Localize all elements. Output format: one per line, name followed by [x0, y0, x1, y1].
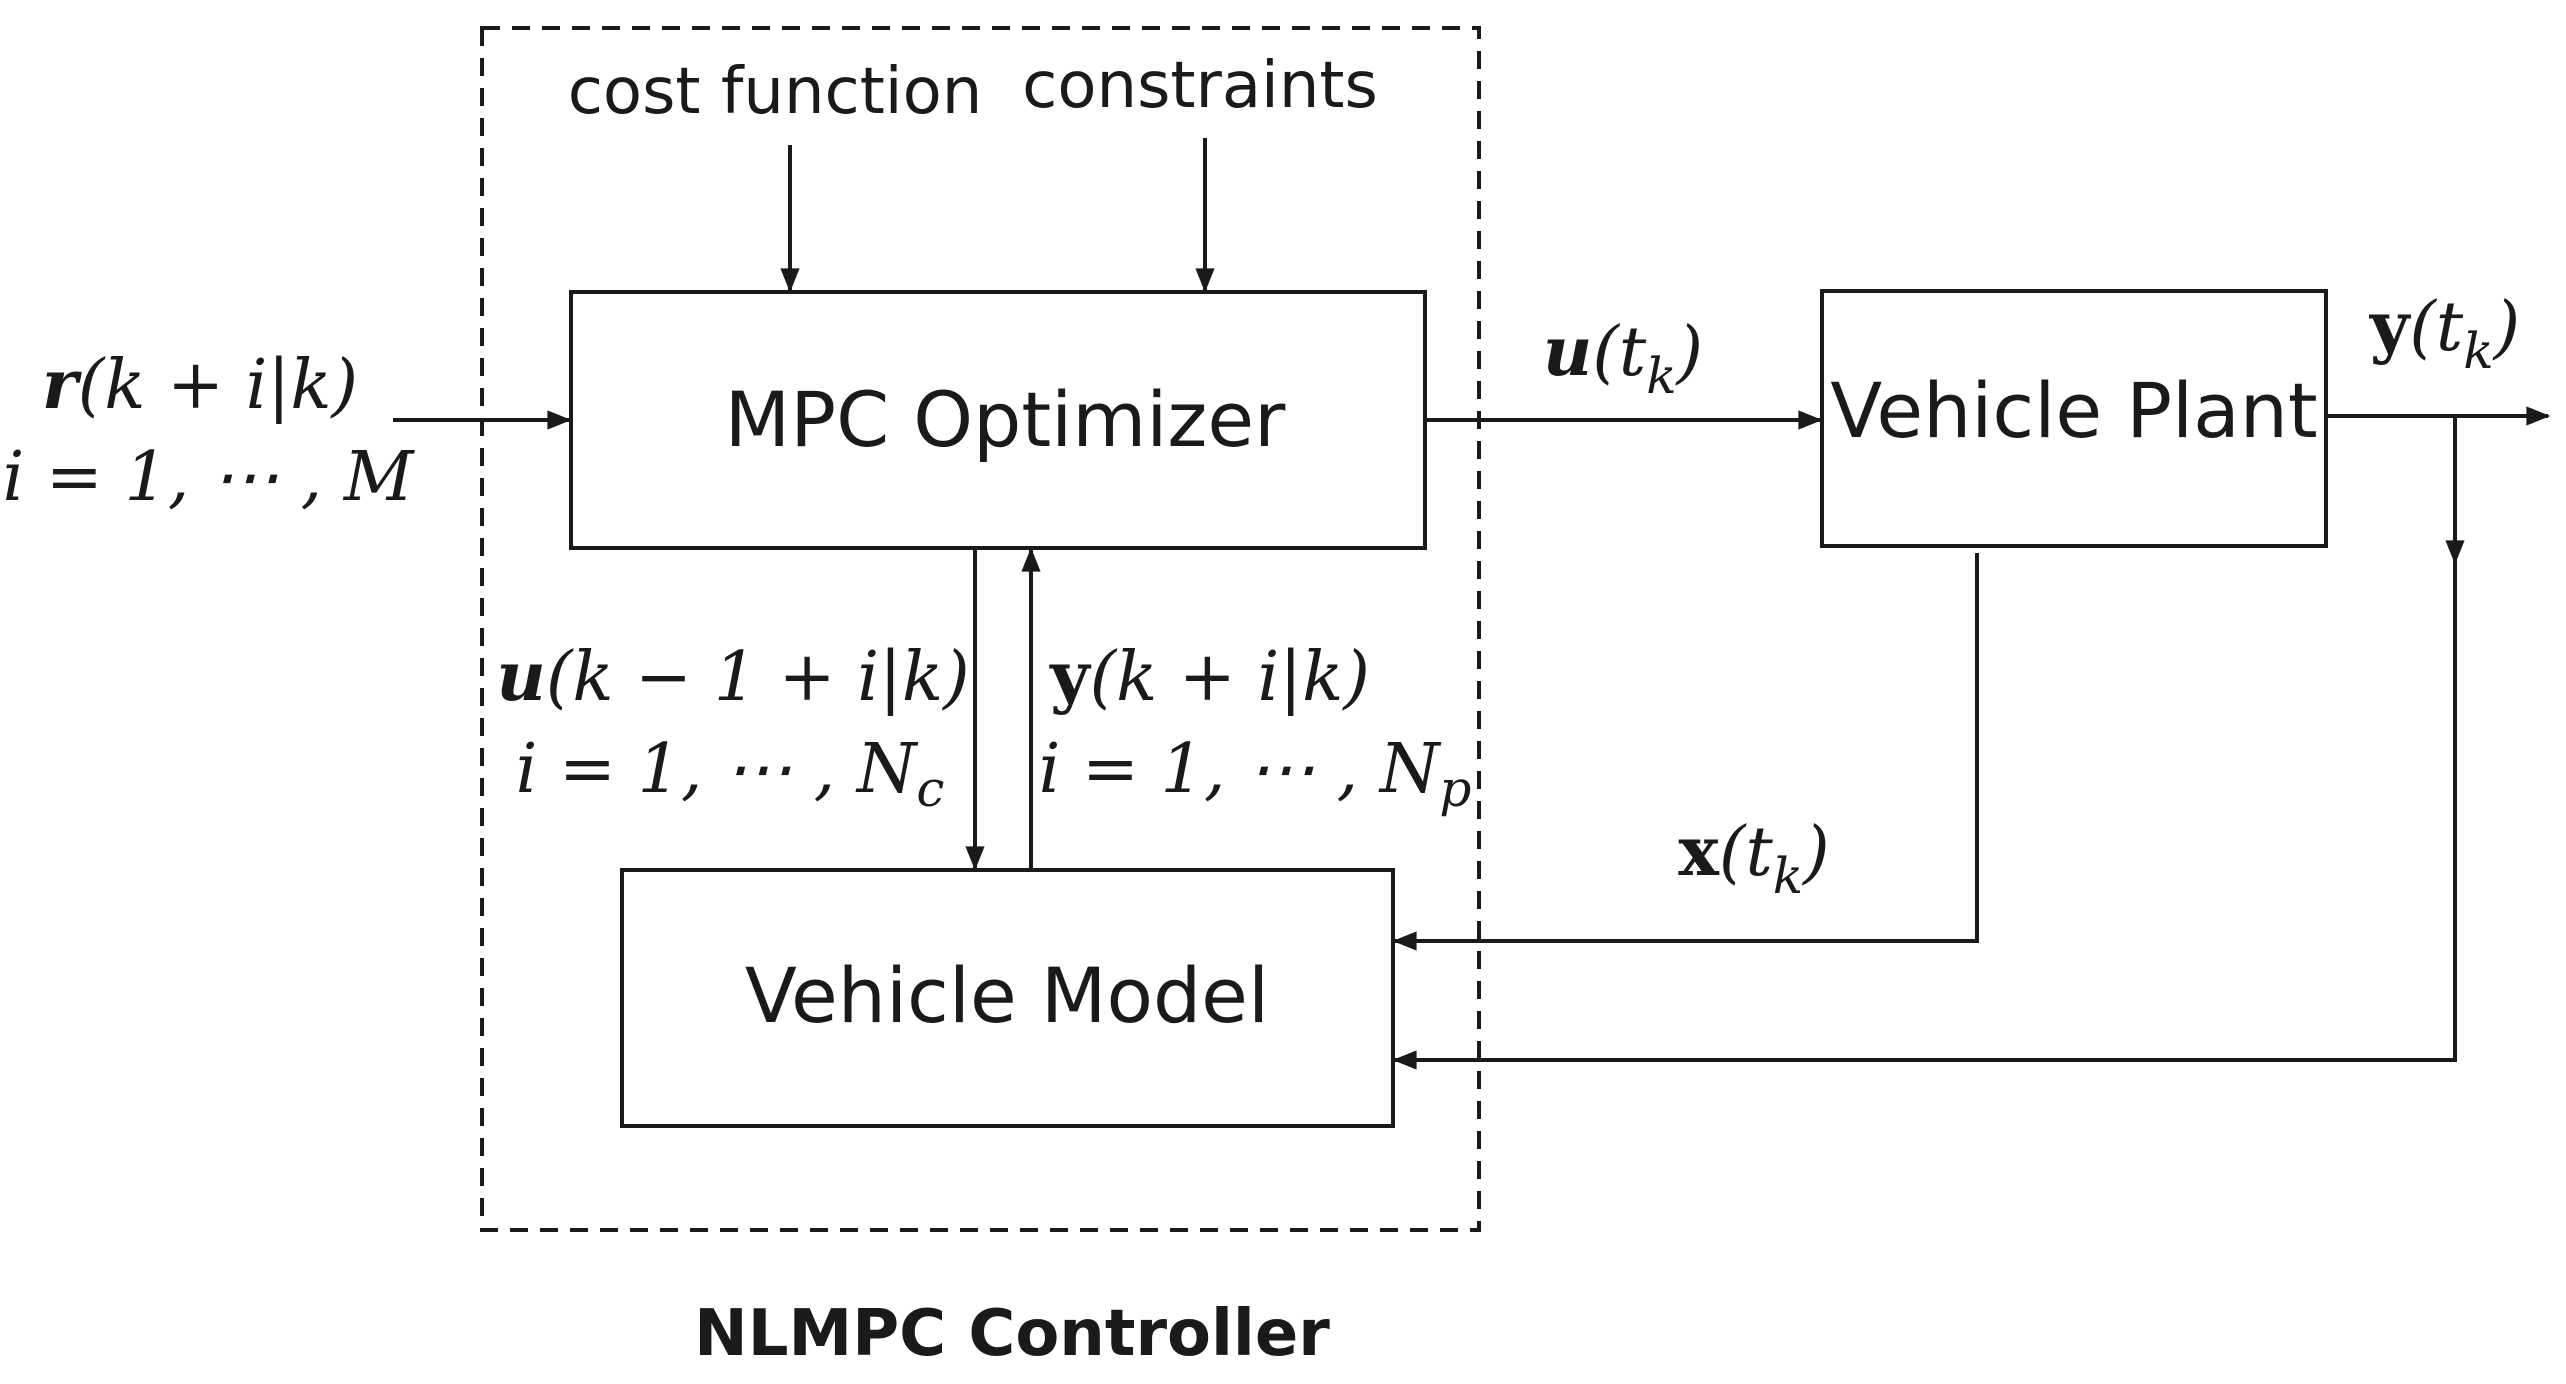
predicted-output-range: i = 1, ⋯ , Np	[1039, 730, 1472, 818]
predicted-output-range-var: i = 1, ⋯ , N	[1039, 730, 1442, 809]
mpc-optimizer-label: MPC Optimizer	[725, 375, 1286, 464]
predicted-output-label: y(k + i|k)	[1049, 637, 1370, 717]
cost-function-label: cost function	[568, 55, 983, 129]
plant-state-sub: k	[1773, 847, 1803, 905]
controller-caption: NLMPC Controller	[694, 1297, 1330, 1371]
predicted-output-range-sub: p	[1439, 760, 1471, 818]
control-output-symbol: u	[1543, 312, 1592, 392]
plant-output-symbol: y	[2369, 287, 2412, 367]
control-sequence-symbol: u	[496, 637, 545, 717]
control-sequence-range-sub: c	[916, 760, 944, 818]
plant-output-close: )	[2492, 288, 2521, 367]
vehicle-plant-label: Vehicle Plant	[1830, 366, 2317, 455]
control-sequence-args: (k − 1 + i|k)	[546, 638, 970, 717]
control-sequence-range: i = 1, ⋯ , Nc	[516, 730, 945, 818]
reference-signal-label: r(k + i|k)	[42, 345, 358, 425]
vehicle-model-label: Vehicle Model	[745, 951, 1269, 1040]
plant-state-close: )	[1801, 813, 1830, 892]
control-output-label: u(tk)	[1543, 312, 1703, 405]
constraints-label: constraints	[1022, 49, 1378, 123]
control-sequence-label: u(k − 1 + i|k)	[496, 637, 969, 717]
reference-range-var: i = 1, ⋯ ,	[3, 438, 344, 517]
control-output-open: (t	[1592, 313, 1647, 392]
control-output-close: )	[1675, 313, 1704, 392]
vehicle-model-block	[620, 868, 1395, 1128]
reference-symbol: r	[42, 345, 82, 425]
predicted-output-args: (k + i|k)	[1090, 638, 1370, 717]
plant-output-label: y(tk)	[2369, 287, 2520, 380]
reference-range-label: i = 1, ⋯ , M	[3, 438, 416, 517]
reference-range-end: M	[342, 438, 416, 517]
controller-boundary	[480, 26, 1481, 1232]
control-sequence-range-var: i = 1, ⋯ , N	[516, 730, 919, 809]
plant-state-label: x(tk)	[1678, 812, 1829, 905]
plant-output-open: (t	[2409, 288, 2464, 367]
plant-output-sub: k	[2463, 322, 2493, 380]
reference-args: (k + i|k)	[78, 346, 358, 425]
control-output-sub: k	[1646, 347, 1676, 405]
plant-state-open: (t	[1719, 813, 1774, 892]
predicted-output-symbol: y	[1049, 637, 1092, 717]
plant-state-symbol: x	[1678, 812, 1719, 892]
